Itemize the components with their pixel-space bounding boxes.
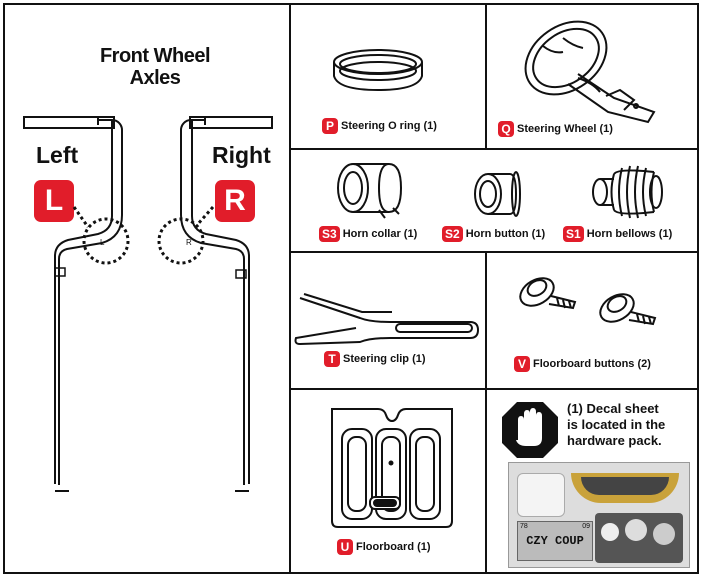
parts-diagram-frame	[3, 3, 699, 574]
horn-bellows-icon	[592, 165, 663, 219]
right-badge: R	[215, 180, 255, 222]
divider-row3	[289, 388, 699, 390]
decal-dashboard	[595, 513, 683, 563]
part-p-badge: P	[322, 118, 338, 134]
steering-wheel-icon	[524, 20, 656, 124]
part-t-badge: T	[324, 351, 340, 367]
decal-dark-arc	[581, 477, 669, 495]
divider-row1	[289, 148, 699, 150]
part-t-label: Steering clip (1)	[343, 353, 426, 365]
s-row-gap	[485, 150, 488, 251]
part-v-badge: V	[514, 356, 530, 372]
divider-row2	[289, 251, 699, 253]
decal-gauge-2	[625, 519, 647, 541]
steering-clip-icon	[294, 293, 480, 346]
part-v-label: Floorboard buttons (2)	[533, 358, 651, 370]
part-s3-label: Horn collar (1)	[342, 228, 418, 240]
divider-left	[289, 3, 291, 574]
axles-title-line2: Axles	[129, 67, 181, 89]
part-s1-label: Horn bellows (1)	[586, 228, 673, 240]
decal-note-line2: is located in the	[567, 417, 666, 432]
part-u-badge: U	[337, 539, 353, 555]
right-axle-label: Right	[212, 142, 271, 168]
decal-note-line1: (1) Decal sheet	[567, 401, 659, 416]
part-u-label: Floorboard (1)	[356, 541, 431, 553]
part-s2-badge: S2	[442, 226, 463, 242]
right-detail-circle	[157, 217, 205, 265]
left-axle-label: Left	[36, 142, 79, 168]
right-axle-mark: R	[186, 238, 192, 247]
decal-note: (1) Decal sheet is located in the hardwa…	[567, 401, 687, 449]
plate-right-number: 09	[582, 523, 590, 530]
part-s3-badge: S3	[319, 226, 340, 242]
horn-button-icon	[474, 171, 521, 217]
left-axle-mark: L	[100, 238, 105, 247]
decal-license-plate: 78 09 CZY COUP	[517, 521, 593, 561]
floorboard-button-2	[599, 293, 657, 326]
plate-left-number: 78	[520, 523, 528, 530]
plate-text: CZY COUP	[526, 534, 584, 548]
stop-hand-icon	[502, 402, 558, 458]
part-s1-badge: S1	[563, 226, 584, 242]
axles-title: Front Wheel Axles	[70, 45, 240, 89]
right-axle-icon	[180, 116, 273, 492]
decal-sheet-image: 78 09 CZY COUP	[508, 462, 690, 568]
part-q-label: Steering Wheel (1)	[517, 123, 613, 135]
divider-mid	[485, 3, 487, 574]
floorboard-buttons-icon	[519, 277, 657, 326]
part-s2-label: Horn button (1)	[465, 228, 546, 240]
part-p-label: Steering O ring (1)	[341, 120, 437, 132]
left-axle-icon	[23, 116, 123, 492]
decal-gauge-1	[601, 523, 619, 541]
floorboard-icon	[331, 408, 453, 528]
decal-gauge-3	[653, 523, 675, 545]
floorboard-button-1	[519, 277, 577, 310]
decal-white-pad	[517, 473, 565, 517]
left-badge: L	[34, 180, 74, 222]
left-detail-circle	[82, 217, 130, 265]
part-q-badge: Q	[498, 121, 514, 137]
steering-o-ring-icon	[333, 49, 423, 92]
axles-title-line1: Front Wheel	[99, 45, 211, 67]
decal-note-line3: hardware pack.	[567, 433, 662, 448]
horn-collar-icon	[337, 163, 403, 219]
